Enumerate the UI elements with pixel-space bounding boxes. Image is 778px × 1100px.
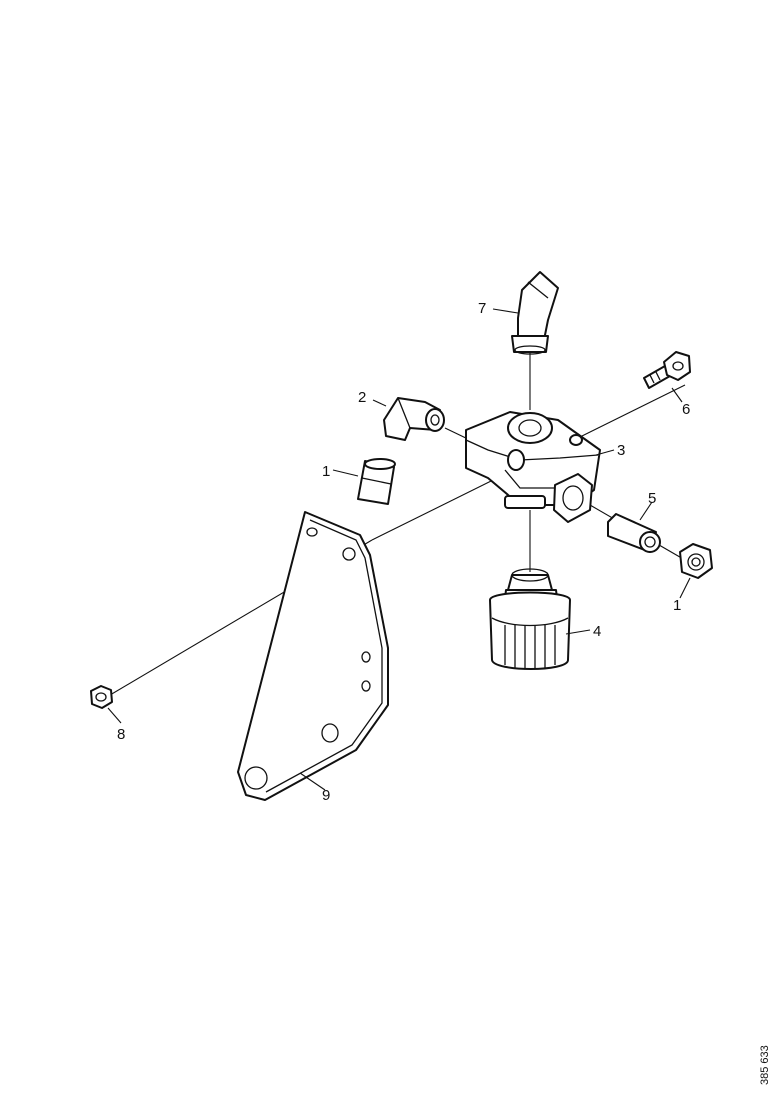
callout-4: 4 (593, 623, 601, 640)
drawing-reference-number: 385 633 (759, 1045, 771, 1085)
mounting-bracket (237, 511, 389, 801)
fitting-sleeve-1-left (357, 458, 396, 505)
callout-7: 7 (478, 300, 486, 317)
callout-8: 8 (117, 726, 125, 743)
callout-9: 9 (322, 787, 330, 804)
callout-6: 6 (682, 401, 690, 418)
filter-cartridge-4 (489, 568, 571, 670)
callout-1-left: 1 (322, 463, 330, 480)
callout-3: 3 (617, 442, 625, 459)
bolt-6 (643, 351, 691, 389)
valve-body-3 (465, 411, 601, 523)
angled-fitting-7 (511, 271, 559, 355)
callout-2: 2 (358, 389, 366, 406)
callout-1-right: 1 (673, 597, 681, 614)
nut-1-right (679, 543, 713, 579)
sleeve-5 (607, 513, 661, 553)
elbow-fitting-2 (383, 397, 445, 441)
callout-5: 5 (648, 490, 656, 507)
nut-8 (90, 685, 113, 709)
leader-lines (107, 308, 691, 791)
